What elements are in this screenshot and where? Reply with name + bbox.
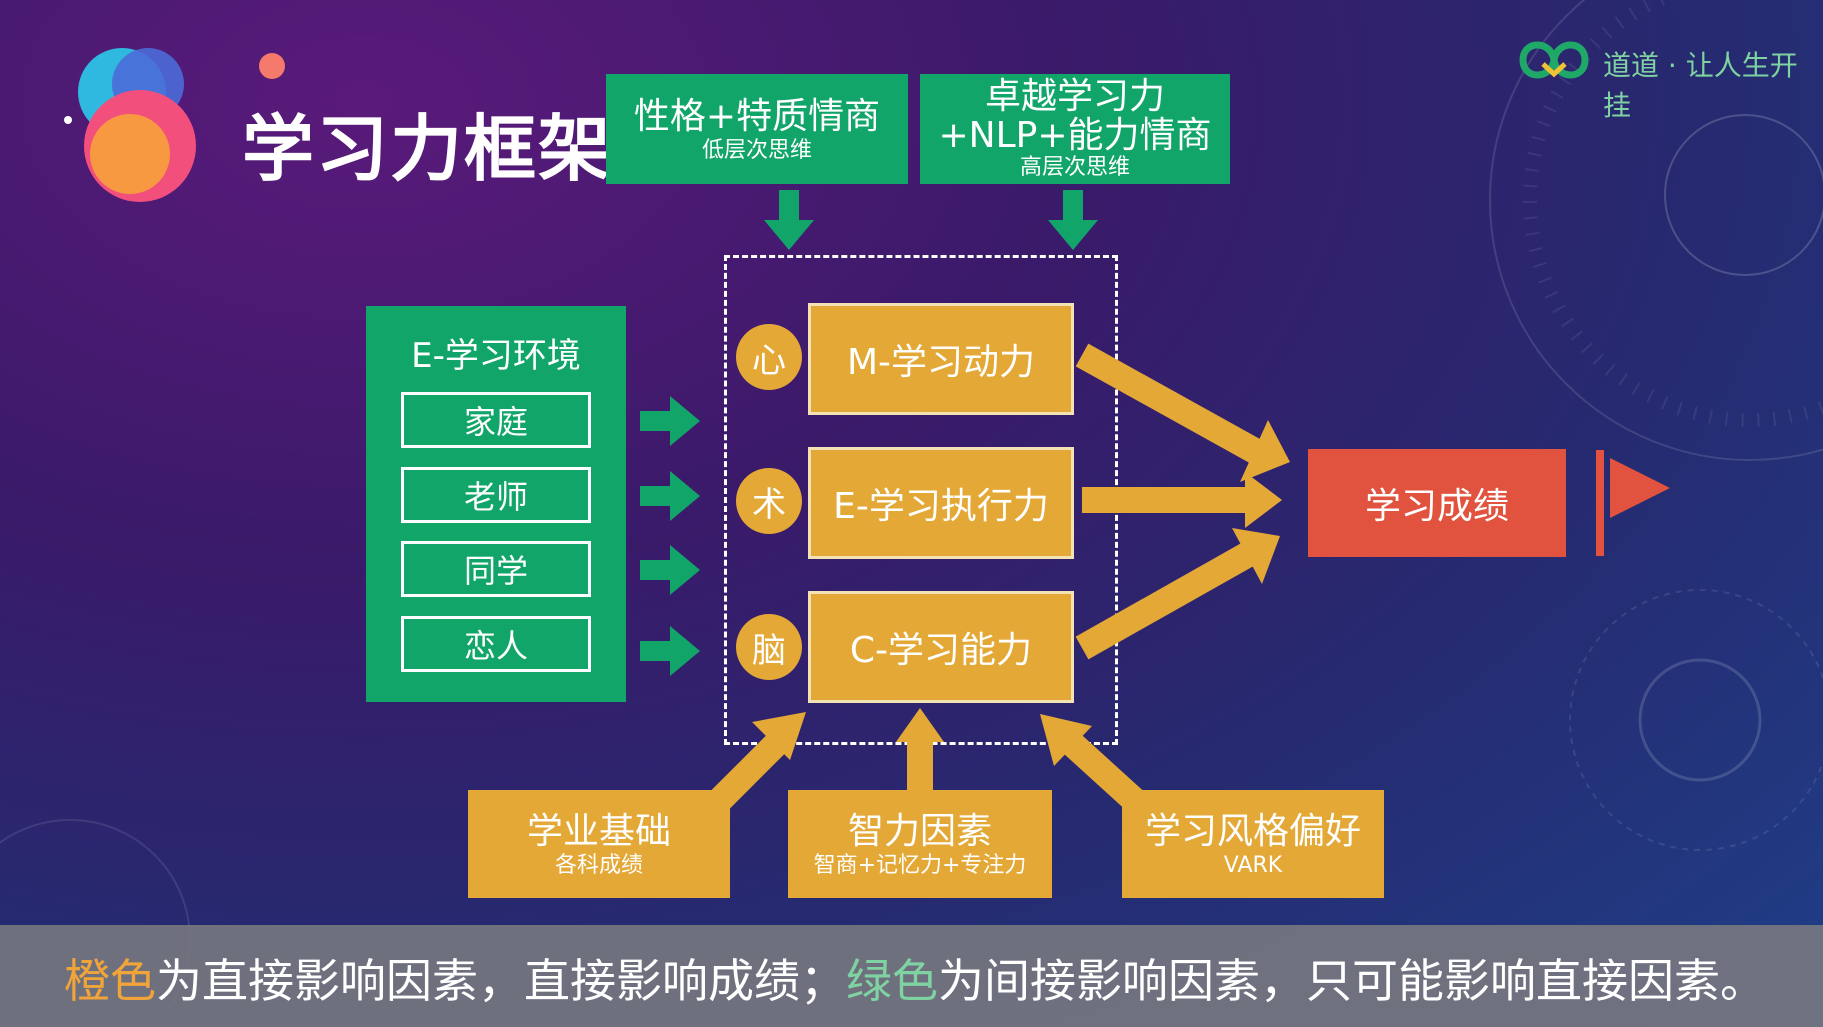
excellence-box-title-line2: +NLP+能力情商: [938, 115, 1212, 156]
page-title: 学习力框架: [242, 107, 613, 191]
caption-orange-word: 橙色: [64, 954, 156, 1008]
caption-green-word: 绿色: [846, 954, 938, 1008]
arrow-style-up-icon: [1040, 714, 1143, 810]
tag-brain: 脑: [736, 614, 802, 680]
learning-style-subtitle: VARK: [1223, 853, 1283, 878]
right-arrow-icon: [640, 545, 700, 595]
intelligence-box: 智力因素 智商+记忆力+专注力: [788, 790, 1052, 898]
foundation-title: 学业基础: [526, 811, 671, 852]
logo-dot-icon: [259, 53, 285, 79]
brand-slogan: 道道 · 让人生开挂: [1603, 49, 1798, 122]
foundation-subtitle: 各科成绩: [554, 853, 643, 878]
excellence-box: 卓越学习力 +NLP+能力情商 高层次思维: [920, 74, 1230, 184]
personality-box-subtitle: 低层次思维: [701, 138, 812, 163]
caption-part1: 为直接影响因素，直接影响成绩；: [156, 954, 846, 1008]
right-arrow-icon: [640, 396, 700, 446]
environment-item-teacher: 老师: [401, 467, 591, 523]
foundation-box: 学业基础 各科成绩: [468, 790, 730, 898]
right-arrow-icon: [640, 626, 700, 676]
arrow-foundation-up-icon: [710, 712, 806, 810]
caption-text: 橙色为直接影响因素，直接影响成绩；绿色为间接影响因素，只可能影响直接因素。: [64, 945, 1766, 1011]
excellence-box-title-line1: 卓越学习力: [984, 76, 1165, 117]
environment-heading: E-学习环境: [411, 336, 581, 376]
environment-item-partner: 恋人: [401, 616, 591, 672]
environment-box: E-学习环境: [366, 306, 626, 702]
right-arrow-icon: [640, 471, 700, 521]
result-flag-icon: [1596, 450, 1670, 556]
excellence-box-subtitle: 高层次思维: [1019, 155, 1130, 180]
intelligence-title: 智力因素: [847, 811, 992, 852]
arrow-execution-to-result-icon: [1082, 472, 1282, 528]
ability-box: C-学习能力: [808, 591, 1074, 703]
learning-style-title: 学习风格偏好: [1144, 811, 1361, 852]
tag-technique: 术: [736, 468, 802, 534]
down-arrow-icon: [1048, 190, 1098, 250]
arrow-ability-to-result-icon: [1075, 528, 1280, 660]
arrow-motivation-to-result-icon: [1075, 343, 1290, 482]
execution-box: E-学习执行力: [808, 447, 1074, 559]
arrow-intelligence-up-icon: [896, 708, 944, 792]
personality-box: 性格+特质情商 低层次思维: [606, 74, 908, 184]
down-arrow-icon: [764, 190, 814, 250]
result-label: 学习成绩: [1364, 486, 1509, 527]
logo-bubbles-icon: [64, 48, 196, 202]
tag-heart: 心: [736, 324, 802, 390]
result-box: 学习成绩: [1308, 449, 1566, 557]
environment-item-family: 家庭: [401, 392, 591, 448]
brand-infinity-icon: [1519, 41, 1589, 79]
caption-bar: 橙色为直接影响因素，直接影响成绩；绿色为间接影响因素，只可能影响直接因素。: [0, 925, 1823, 1027]
motivation-box: M-学习动力: [808, 303, 1074, 415]
intelligence-subtitle: 智商+记忆力+专注力: [813, 853, 1027, 878]
environment-item-classmate: 同学: [401, 541, 591, 597]
caption-part2: 为间接影响因素，只可能影响直接因素。: [938, 954, 1766, 1008]
learning-style-box: 学习风格偏好 VARK: [1122, 790, 1384, 898]
personality-box-title: 性格+特质情商: [633, 96, 881, 137]
